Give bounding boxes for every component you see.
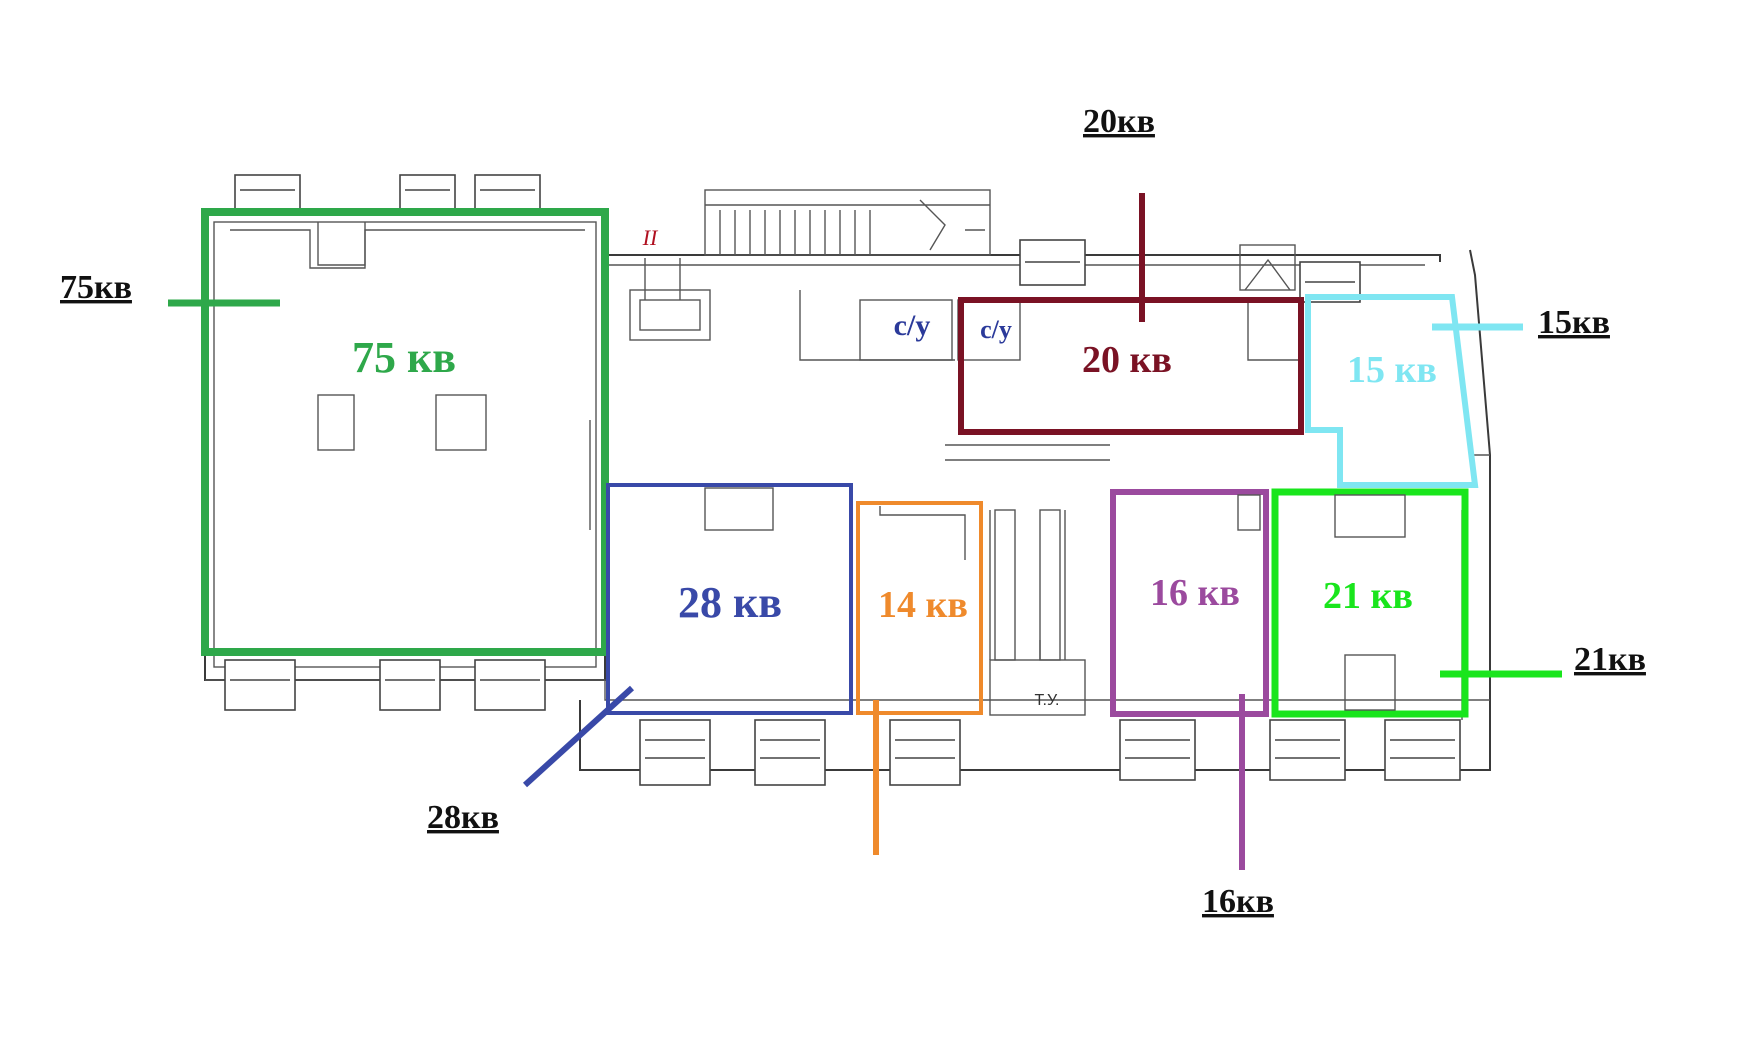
- room-21-outline: [1271, 488, 1469, 718]
- tu-label: Т.У.: [1035, 692, 1060, 709]
- room-14-label: 14 кв: [878, 584, 968, 626]
- callout-20: 20кв: [1083, 103, 1155, 140]
- callout-28: 28кв: [427, 799, 499, 836]
- room-28-outline: [606, 483, 853, 715]
- staircase: [719, 199, 985, 255]
- room-16-label: 16 кв: [1150, 572, 1240, 614]
- callout-16: 16кв: [1202, 883, 1274, 920]
- room-20-label: 20 кв: [1082, 339, 1172, 381]
- callout-labels: 75кв 20кв 15кв 21кв 28кв 16кв: [60, 103, 1646, 920]
- room-outlines: [201, 208, 1479, 718]
- room-15-label: 15 кв: [1347, 349, 1437, 391]
- room-75-outline: [201, 208, 609, 656]
- room-labels: 75 кв 28 кв 14 кв 20 кв 15 кв 16 кв 21 к…: [352, 225, 1437, 709]
- room-75-label: 75 кв: [352, 333, 456, 382]
- room-14-outline: [856, 501, 983, 715]
- room-15-outline: [1305, 294, 1479, 488]
- room-21-label: 21 кв: [1323, 575, 1413, 617]
- callout-lines: [168, 193, 1562, 870]
- callout-21: 21кв: [1574, 641, 1646, 678]
- roman-numeral-mark: II: [642, 225, 659, 250]
- callout-15: 15кв: [1538, 304, 1610, 341]
- callout-75: 75кв: [60, 269, 132, 306]
- wc-right-label: с/у: [980, 315, 1012, 344]
- room-20-outline: [958, 297, 1304, 435]
- wc-left-label: с/у: [894, 309, 931, 342]
- room-28-label: 28 кв: [678, 578, 782, 627]
- windows: [224, 174, 1461, 786]
- room-16-outline: [1110, 489, 1269, 717]
